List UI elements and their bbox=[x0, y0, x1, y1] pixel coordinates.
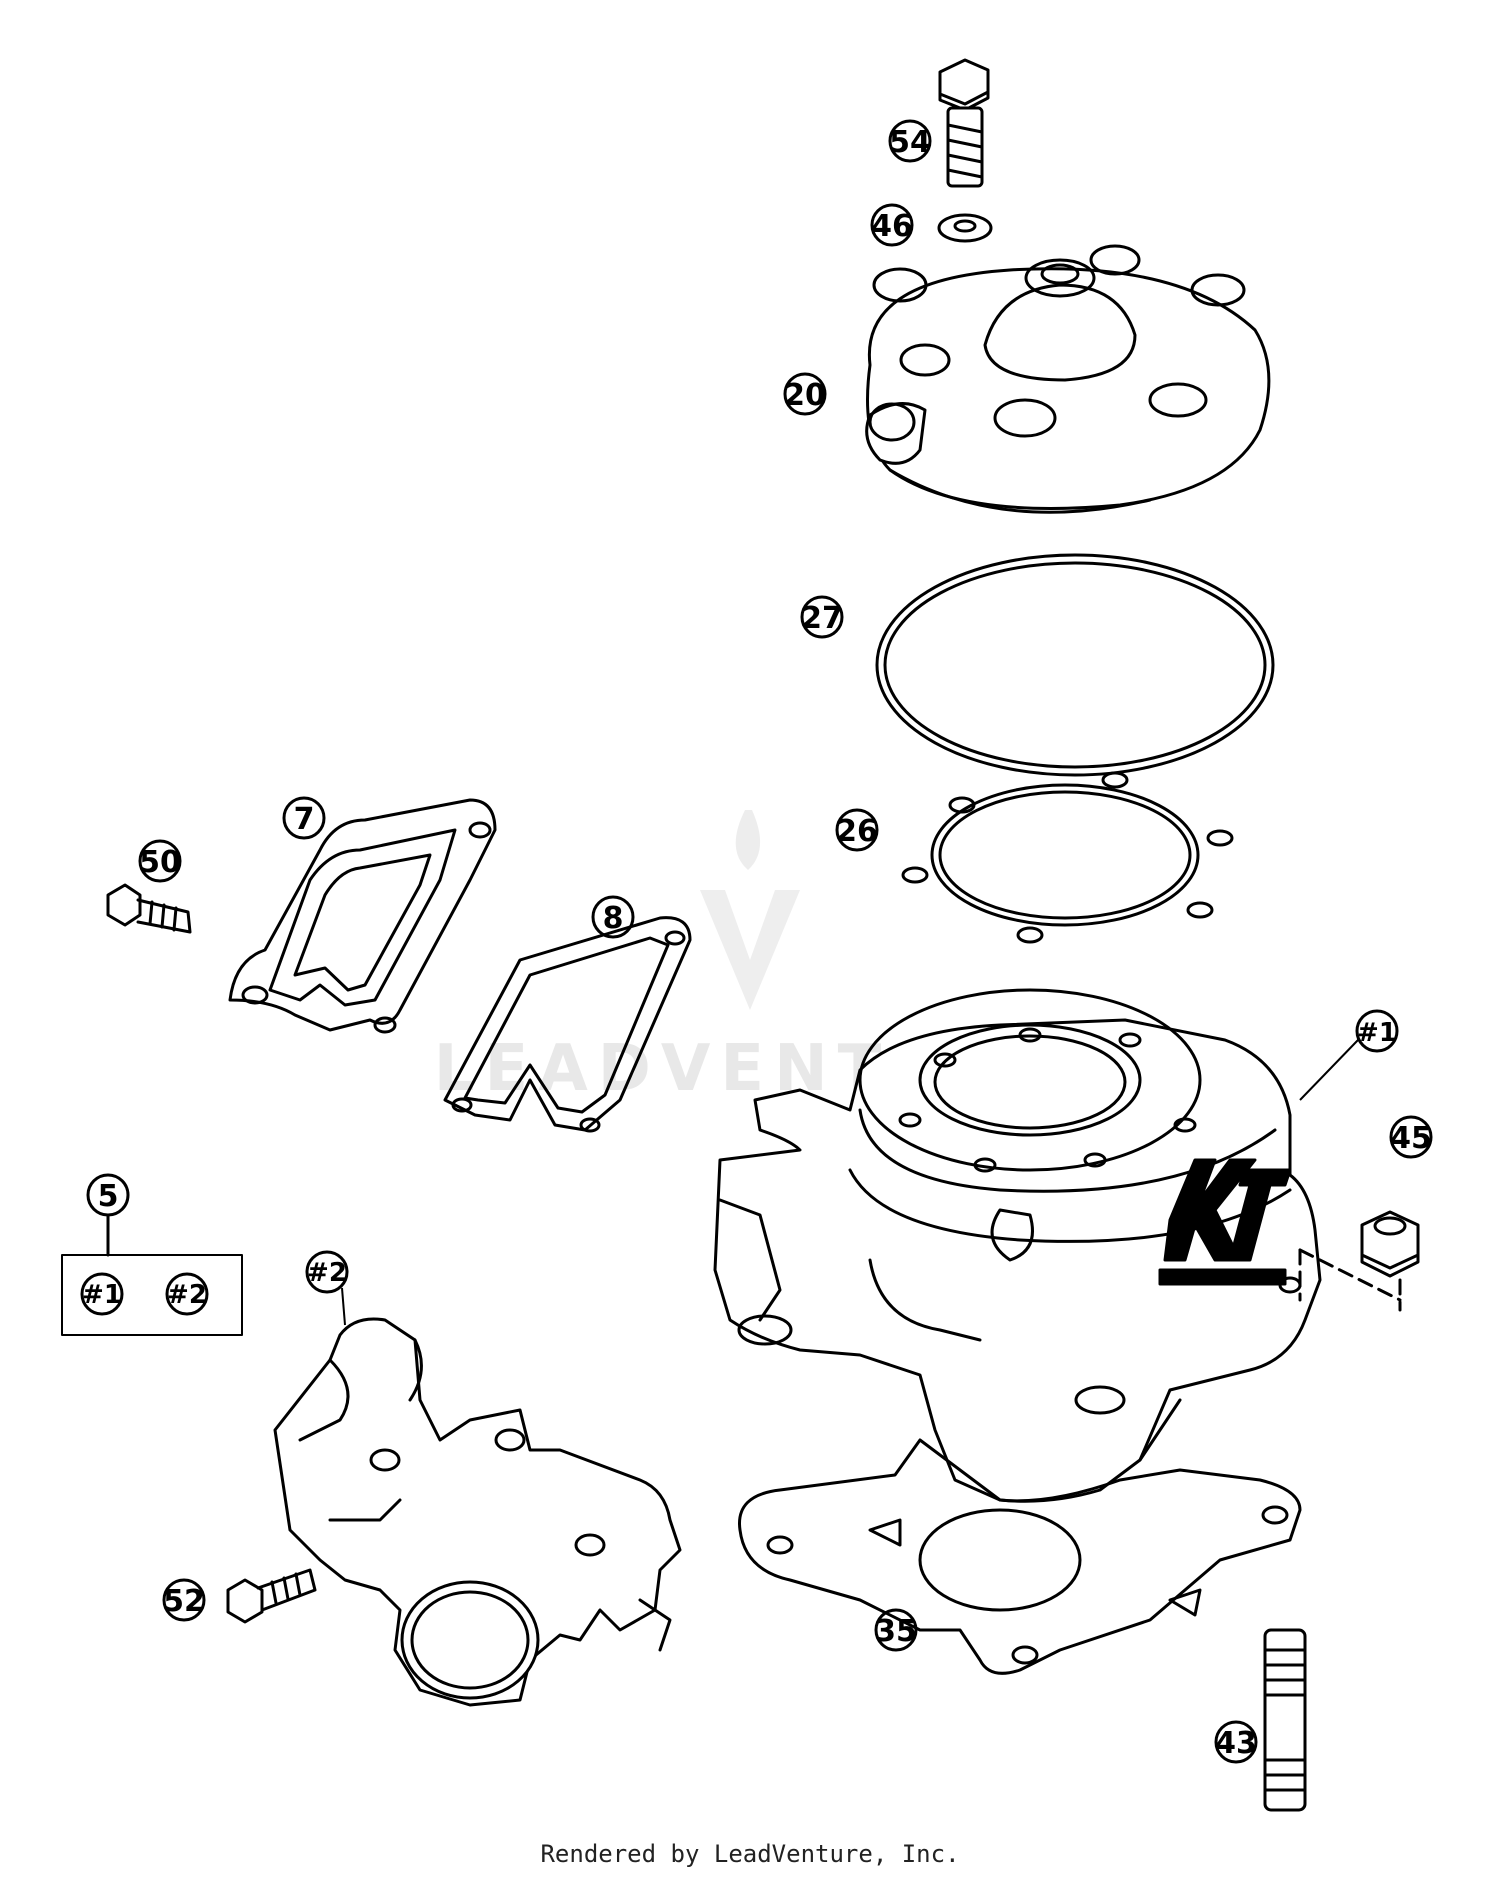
callout-2-leader bbox=[341, 1287, 346, 1326]
callout-45[interactable]: 45 bbox=[1389, 1115, 1433, 1159]
callout-5-1[interactable]: #1 bbox=[80, 1272, 124, 1316]
part-54-bolt bbox=[938, 58, 990, 188]
svg-text:#1: #1 bbox=[82, 1280, 122, 1310]
callouts: 54 46 20 27 26 7 50 8 #1 45 5 #1 #2 #2 3… bbox=[80, 119, 1433, 1764]
svg-text:50: 50 bbox=[139, 845, 181, 880]
svg-text:54: 54 bbox=[889, 125, 931, 160]
callout-20[interactable]: 20 bbox=[783, 372, 827, 416]
callout-54[interactable]: 54 bbox=[888, 119, 932, 163]
callout-1[interactable]: #1 bbox=[1355, 1009, 1399, 1053]
part-46-washer bbox=[937, 213, 993, 243]
svg-text:46: 46 bbox=[871, 209, 913, 244]
svg-text:27: 27 bbox=[801, 601, 843, 636]
part-8-gasket bbox=[443, 916, 692, 1133]
part-27-o-ring bbox=[875, 553, 1275, 777]
part-50-screw bbox=[106, 883, 192, 934]
svg-text:8: 8 bbox=[603, 901, 624, 936]
callout-8[interactable]: 8 bbox=[591, 895, 635, 939]
callout-2[interactable]: #2 bbox=[305, 1250, 349, 1294]
callout-7[interactable]: 7 bbox=[282, 796, 326, 840]
callout-26[interactable]: 26 bbox=[835, 808, 879, 852]
svg-text:35: 35 bbox=[875, 1614, 917, 1649]
kit-5-box bbox=[61, 1213, 243, 1336]
svg-text:#2: #2 bbox=[167, 1280, 207, 1310]
callout-27[interactable]: 27 bbox=[800, 595, 844, 639]
callout-43[interactable]: 43 bbox=[1214, 1720, 1258, 1764]
svg-text:5: 5 bbox=[98, 1179, 119, 1214]
svg-text:45: 45 bbox=[1390, 1121, 1432, 1156]
part-2-exhaust-manifold bbox=[273, 1317, 682, 1707]
callout-1-leader bbox=[1299, 1039, 1359, 1101]
svg-text:26: 26 bbox=[836, 814, 878, 849]
part-26-head-gasket bbox=[901, 771, 1234, 944]
part-7-flange-cover bbox=[228, 798, 497, 1034]
footer-credit: Rendered by LeadVenture, Inc. bbox=[540, 1840, 960, 1868]
part-43-stud bbox=[1263, 1628, 1307, 1812]
part-1-cylinder bbox=[713, 988, 1322, 1503]
part-20-cylinder-head bbox=[865, 244, 1271, 514]
callout-52[interactable]: 52 bbox=[162, 1578, 206, 1622]
svg-text:43: 43 bbox=[1215, 1726, 1257, 1761]
svg-text:#2: #2 bbox=[307, 1258, 347, 1288]
callout-50[interactable]: 50 bbox=[138, 839, 182, 883]
svg-text:#1: #1 bbox=[1357, 1018, 1397, 1048]
svg-text:52: 52 bbox=[163, 1584, 205, 1619]
part-52-screw bbox=[226, 1568, 317, 1624]
svg-text:7: 7 bbox=[294, 802, 315, 837]
part-35-base-gasket bbox=[738, 1438, 1302, 1675]
part-45-nut bbox=[1298, 1210, 1420, 1312]
svg-text:20: 20 bbox=[784, 378, 826, 413]
callout-35[interactable]: 35 bbox=[874, 1608, 918, 1652]
callout-5-2[interactable]: #2 bbox=[165, 1272, 209, 1316]
callout-46[interactable]: 46 bbox=[870, 203, 914, 247]
callout-5[interactable]: 5 bbox=[86, 1173, 130, 1217]
